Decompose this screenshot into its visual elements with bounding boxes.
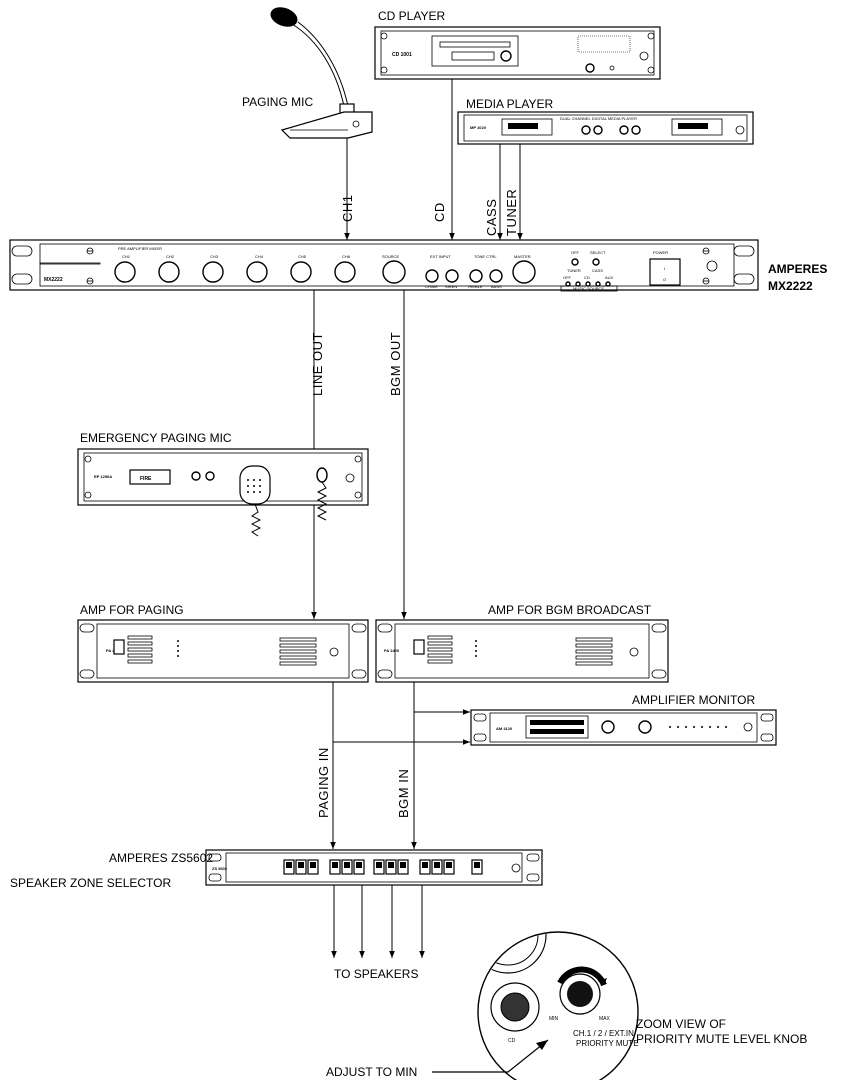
channel-knob-ch6[interactable]: CH6 <box>334 254 356 283</box>
chime-label: CHIME <box>425 284 438 289</box>
emergency-paging-mic: EP 1250A FIRE <box>77 448 369 537</box>
tuner-label: TUNER <box>504 189 519 236</box>
siren-label: SIREN <box>445 284 457 289</box>
off-small-label: OFF <box>563 275 572 280</box>
amperes-mx2222-line2: MX2222 <box>768 279 813 293</box>
mx2222-mixer: MX2222 PRE AMPLIFIER MIXER CH1 CH2 CH3 C… <box>9 239 759 292</box>
master-knob[interactable] <box>512 260 536 284</box>
svg-text:CH6: CH6 <box>342 254 351 259</box>
power-label: POWER <box>653 250 668 255</box>
bgm-out-label: BGM OUT <box>388 332 403 396</box>
master-label: MASTER <box>514 254 531 259</box>
bgm-in-label: BGM IN <box>396 769 411 818</box>
off-button[interactable] <box>571 258 579 266</box>
svg-text:CH5: CH5 <box>298 254 307 259</box>
amperes-mx2222-line1: AMPERES <box>768 262 827 276</box>
cd-player-label: CD PLAYER <box>378 9 445 23</box>
svg-text:CH4: CH4 <box>255 254 264 259</box>
paging-in-label: PAGING IN <box>316 747 331 818</box>
fire-label: FIRE <box>140 476 152 482</box>
zoom-min-label: MIN <box>549 1016 559 1022</box>
amp-for-paging-label: AMP FOR PAGING <box>80 603 184 617</box>
adjust-to-min-label: ADJUST TO MIN <box>326 1065 417 1079</box>
svg-text:I: I <box>664 266 665 271</box>
media-player: MP 1020 DUAL CHANNEL DIGITAL MEDIA PLAYE… <box>457 111 754 145</box>
channel-knob-ch4[interactable]: CH4 <box>246 254 268 283</box>
source-knob[interactable]: SOURCE <box>382 254 406 284</box>
mixer-model-label: MX2222 <box>44 277 63 283</box>
svg-text:CH2: CH2 <box>166 254 175 259</box>
treble-label: TREBLE <box>467 284 483 289</box>
ch1-label: CH1 <box>340 194 355 222</box>
zone-selector-line1: AMPERES ZS5602 <box>109 851 213 865</box>
adjust-pointer <box>432 1039 549 1073</box>
siren-knob[interactable] <box>445 269 459 283</box>
svg-text:SOURCE: SOURCE <box>382 254 399 259</box>
cass-select-label: CASS <box>592 268 603 273</box>
am-model-label: AM 4120 <box>496 726 513 731</box>
cass-label: CASS <box>484 199 499 236</box>
amp-for-bgm-label: AMP FOR BGM BROADCAST <box>488 603 652 617</box>
chime-knob[interactable] <box>425 269 439 283</box>
treble-knob[interactable] <box>469 269 483 283</box>
ep-model-label: EP 1250A <box>94 474 112 479</box>
ext-input-label: EXT INPUT <box>430 254 451 259</box>
amp-bgm-model: PA 2400 <box>384 648 400 653</box>
channel-knob-ch3[interactable]: CH3 <box>202 254 224 283</box>
off-label: OFF <box>571 250 580 255</box>
svg-text:CH1: CH1 <box>122 254 131 259</box>
mixer-title: PRE AMPLIFIER MIXER <box>118 246 162 251</box>
cd-model-label: CD 1001 <box>392 52 412 58</box>
select-label: SELECT <box>590 250 606 255</box>
aux-select-label: AUX <box>605 275 614 280</box>
bass-label: BASS <box>491 284 502 289</box>
power-switch[interactable] <box>649 258 681 286</box>
emergency-paging-mic-label: EMERGENCY PAGING MIC <box>80 431 232 445</box>
channel-knob-ch2[interactable]: CH2 <box>158 254 180 283</box>
to-speakers-label: TO SPEAKERS <box>334 967 418 981</box>
channel-knob-ch1[interactable]: CH1 <box>114 254 136 283</box>
cd-select-label: CD <box>584 275 590 280</box>
mp-caption: DUAL CHANNEL DIGITAL MEDIA PLAYER <box>560 116 637 121</box>
music-source-label: MUSIC SOURCE <box>573 286 604 291</box>
amplifier-monitor-label: AMPLIFIER MONITOR <box>632 693 755 707</box>
media-player-label: MEDIA PLAYER <box>466 97 553 111</box>
cd-player: CD 1001 <box>374 26 661 80</box>
zone-selector-line2: SPEAKER ZONE SELECTOR <box>10 876 171 890</box>
zone-selector: ZS 5602 <box>205 849 543 886</box>
tuner-select-label: TUNER <box>567 268 581 273</box>
amp-for-bgm: PA 2400 <box>375 619 669 683</box>
paging-mic <box>270 7 373 139</box>
bass-knob[interactable] <box>489 269 503 283</box>
zoom-caption-1: CH.1 / 2 / EXT.IN <box>573 1029 634 1038</box>
zoom-max-label: MAX <box>599 1016 611 1022</box>
zoom-view-line1: ZOOM VIEW OF <box>636 1017 726 1031</box>
amp-for-paging: PA 2400 <box>77 619 369 683</box>
zs-model-label: ZS 5602 <box>212 866 228 871</box>
svg-text:O: O <box>663 277 666 282</box>
channel-knob-ch5[interactable]: CH5 <box>290 254 312 283</box>
svg-text:CH3: CH3 <box>210 254 219 259</box>
line-out-label: LINE OUT <box>310 332 325 396</box>
cd-label: CD <box>432 202 447 222</box>
tone-ctrl-label: TONE CTRL <box>474 254 497 259</box>
mp-model-label: MP 1020 <box>470 125 487 130</box>
zoom-cd-label: CD <box>508 1038 516 1044</box>
zoom-view-line2: PRIORITY MUTE LEVEL KNOB <box>636 1032 807 1046</box>
amplifier-monitor: AM 4120 <box>470 709 777 746</box>
zoom-caption-2: PRIORITY MUTE <box>576 1039 639 1048</box>
zoom-view: MIN MAX CD CH.1 / 2 / EXT.IN PRIORITY MU… <box>477 931 639 1080</box>
paging-mic-label: PAGING MIC <box>242 95 313 109</box>
select-button[interactable] <box>592 258 600 266</box>
